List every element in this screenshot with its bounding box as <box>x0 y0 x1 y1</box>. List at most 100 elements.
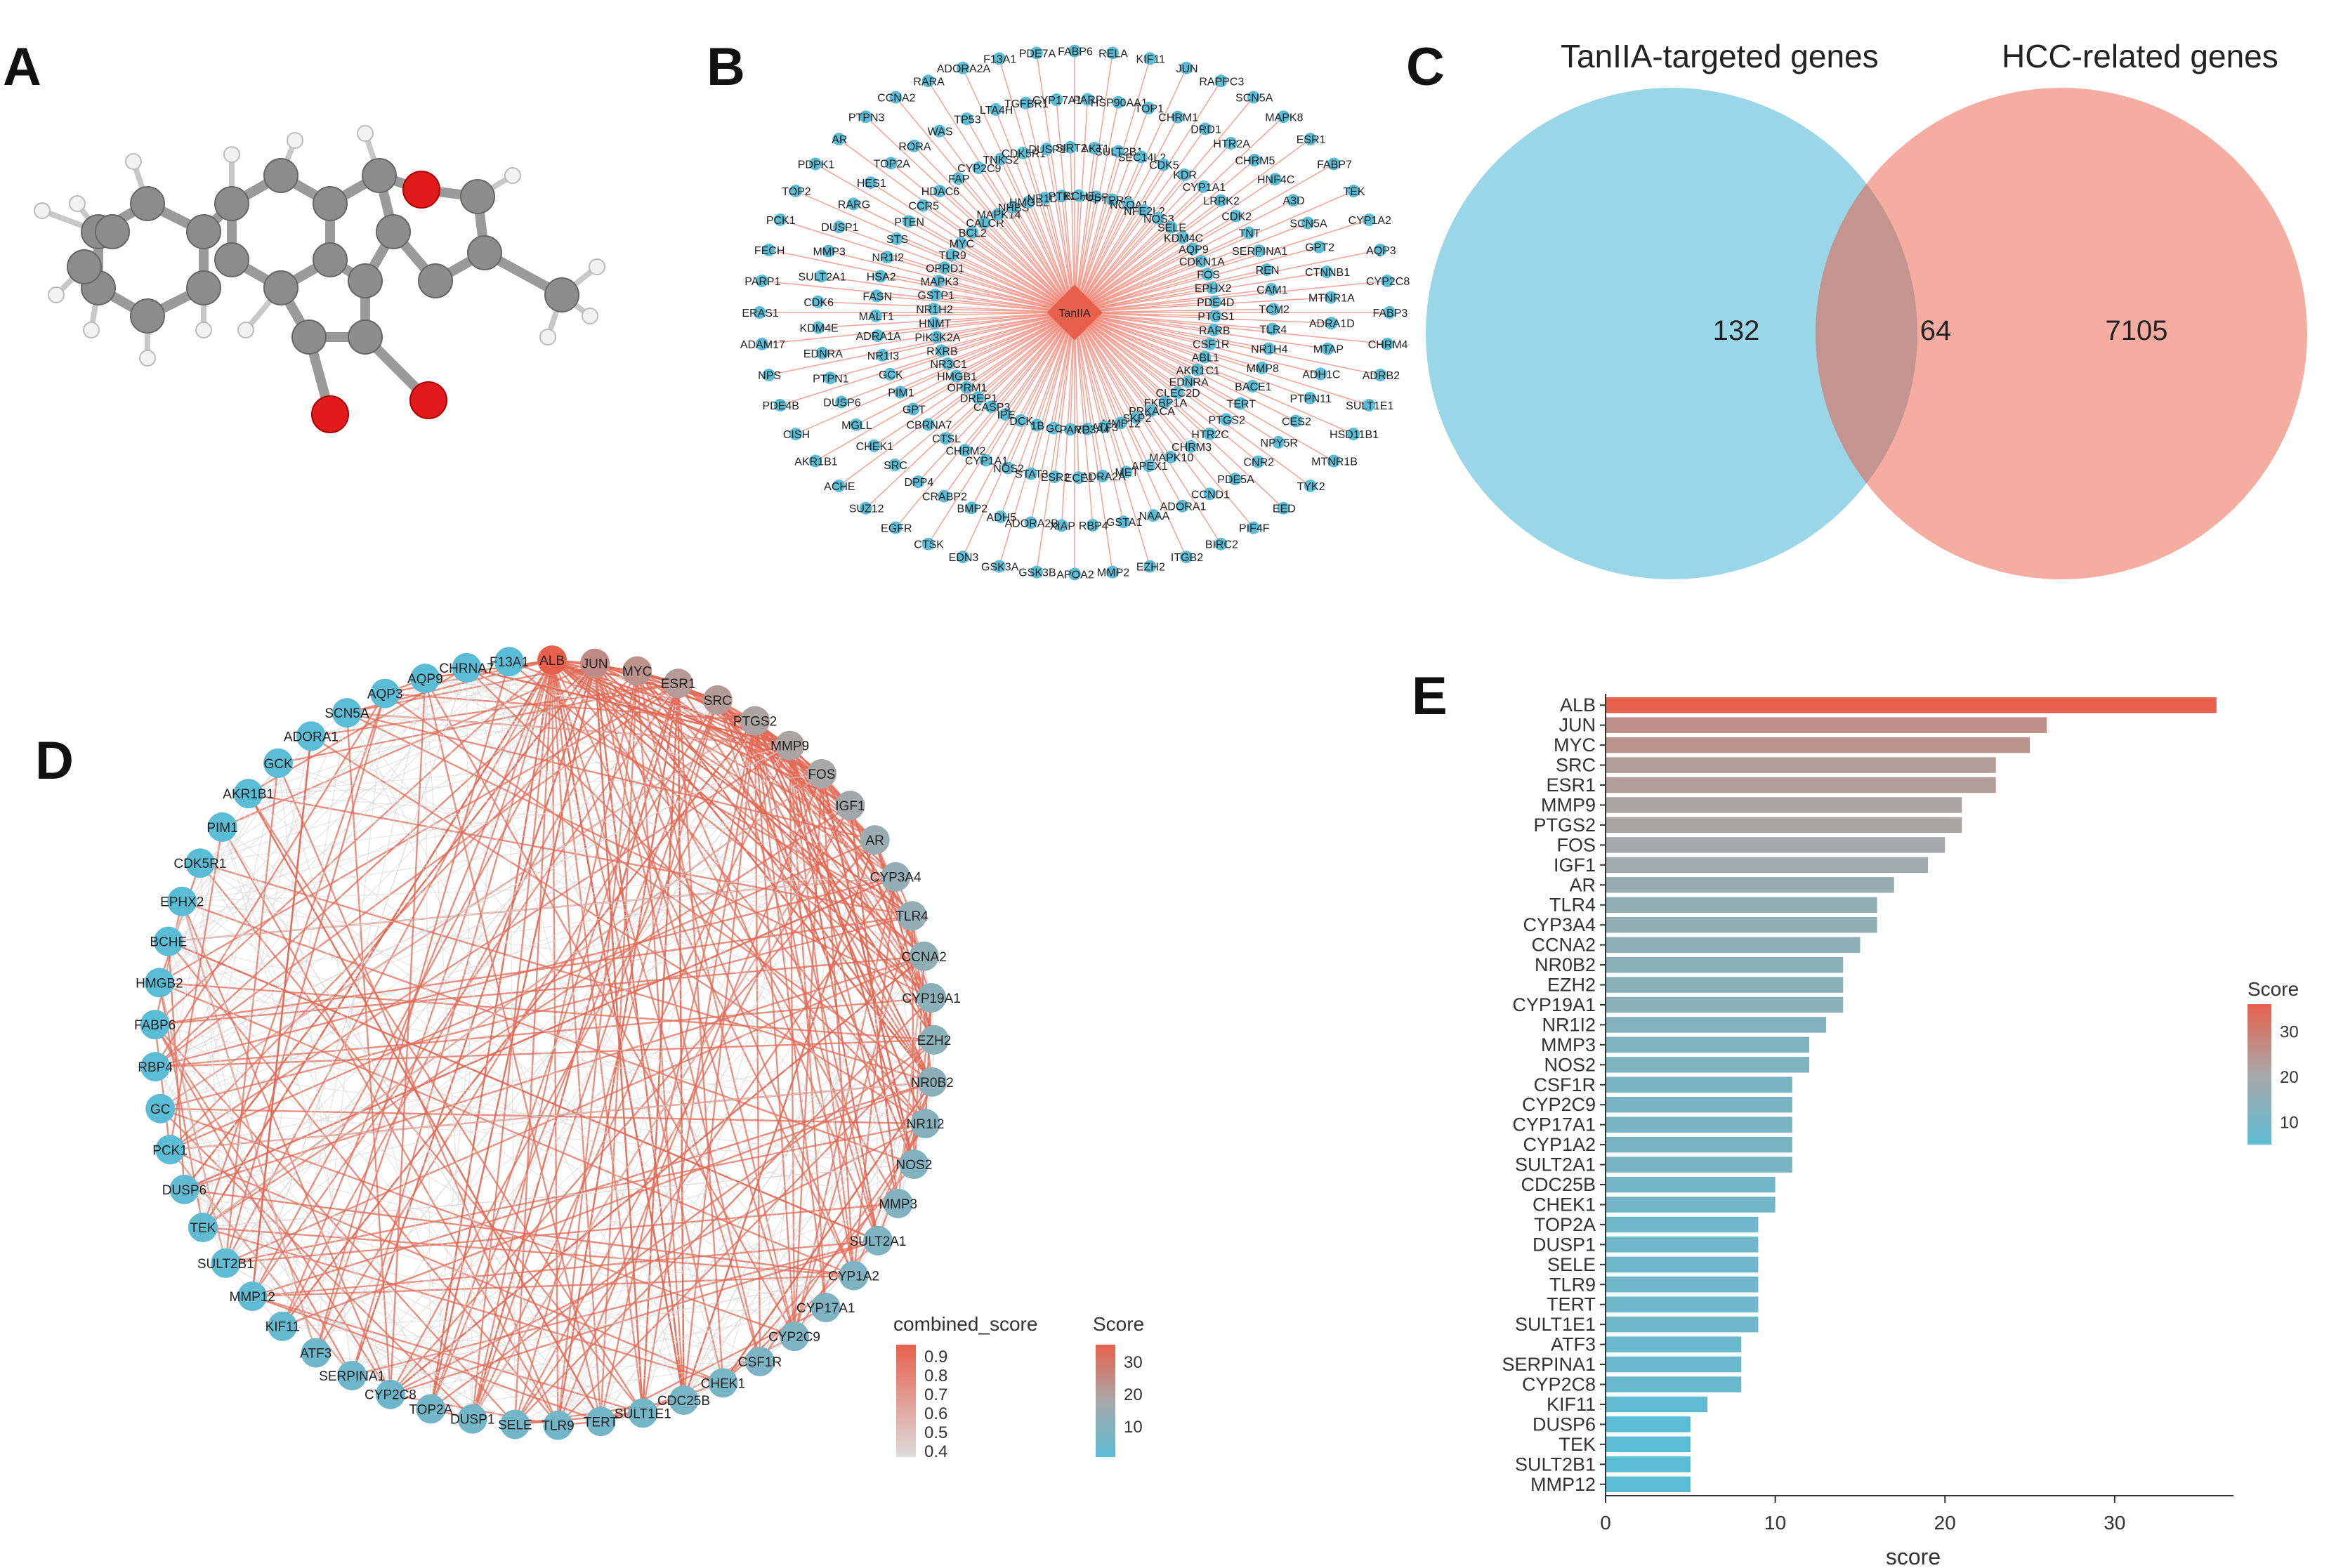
target-node-label: GCK <box>879 369 903 381</box>
target-node-label: RORA <box>898 141 931 153</box>
target-node <box>907 402 920 416</box>
network-edge <box>891 162 1075 313</box>
gene-tick-label: CYP1A2 <box>1523 1134 1596 1155</box>
target-node <box>1096 469 1109 482</box>
score-bar <box>1606 1456 1691 1473</box>
target-node-label: RARA <box>913 76 945 88</box>
ppi-edge <box>430 720 756 1409</box>
target-node <box>1046 421 1060 435</box>
score-bar <box>1606 1057 1809 1073</box>
gene-tick-label: PTGS2 <box>1533 815 1596 836</box>
ppi-edge <box>252 1274 854 1298</box>
network-edge <box>1074 312 1388 345</box>
network-edge <box>971 312 1075 508</box>
target-node-label: GPT <box>903 404 926 416</box>
ppi-edge <box>184 1189 761 1362</box>
target-node-label: NR1H4 <box>1251 344 1288 356</box>
target-node <box>1030 46 1043 60</box>
ppi-edge <box>351 1375 473 1420</box>
gene-tick-label: JUN <box>1559 715 1596 736</box>
target-node-label: ESR2 <box>1041 472 1070 484</box>
target-node-label: GSK3B <box>1018 567 1056 579</box>
target-node <box>1214 194 1228 207</box>
target-node <box>1198 350 1212 364</box>
ppi-node-label: EPHX2 <box>160 895 204 910</box>
target-node-label: STS <box>886 234 908 246</box>
ppi-node-label: MYC <box>622 665 652 680</box>
ppi-node-label: SRC <box>704 694 732 709</box>
score-bar <box>1606 797 1962 813</box>
ppi-edge <box>221 826 559 1426</box>
score-bar <box>1606 1136 1792 1153</box>
target-node <box>1287 194 1300 207</box>
ppi-node-label: NOS2 <box>895 1158 932 1173</box>
venn-left-title: TanIIA-targeted genes <box>1561 38 1879 74</box>
target-node-label: GSTP1 <box>917 290 954 302</box>
target-node-label: RBP4 <box>1079 520 1108 532</box>
target-node <box>890 232 903 245</box>
ppi-edge <box>514 997 933 1425</box>
score-bar <box>1606 1336 1742 1352</box>
target-node-label: CYP3A4 <box>1067 424 1110 436</box>
target-node <box>1181 375 1195 388</box>
target-node <box>1321 342 1334 355</box>
target-node-label: KDM4E <box>800 322 839 334</box>
ppi-edge <box>514 699 719 1425</box>
target-node-label: CCNA2 <box>877 93 915 105</box>
carbon-atom <box>467 235 502 270</box>
target-node <box>1019 96 1032 110</box>
target-node-label: NR1H2 <box>916 304 953 316</box>
target-node-label: ESR1 <box>1297 134 1326 146</box>
target-node <box>979 454 992 467</box>
ppi-node-label: CYP17A1 <box>796 1301 855 1316</box>
ppi-edge <box>466 666 790 746</box>
target-node-label: CRABP2 <box>922 492 967 503</box>
ppi-edge <box>225 699 718 1264</box>
ppi-node-label: CDK5R1 <box>173 857 226 871</box>
network-edge <box>1074 312 1370 406</box>
target-node <box>921 537 935 551</box>
score-bar <box>1606 1017 1827 1033</box>
target-node <box>1304 479 1317 492</box>
ppi-edge <box>168 941 827 1308</box>
network-edge <box>1074 308 1274 313</box>
target-node <box>1038 192 1051 205</box>
ppi-node-label: SERPINA1 <box>319 1369 385 1384</box>
target-node-label: MTNR1B <box>1311 456 1358 468</box>
target-node-label: IPE <box>997 409 1016 421</box>
ppi-edge <box>248 793 912 917</box>
network-edge <box>1074 312 1284 509</box>
target-node-label: CHRM5 <box>1235 155 1275 167</box>
target-node-label: PTPN11 <box>1290 393 1331 405</box>
ppi-node-label: ATF3 <box>300 1347 332 1362</box>
target-node-label: EZH2 <box>1136 562 1165 574</box>
target-node <box>1105 193 1119 206</box>
network-edge <box>1074 117 1179 313</box>
target-node <box>958 444 971 457</box>
ppi-edge <box>351 805 851 1376</box>
target-node <box>999 408 1012 421</box>
ppi-node <box>862 1225 893 1256</box>
network-edge <box>1074 219 1370 313</box>
bar-legend-title: Score <box>2248 978 2299 1000</box>
edge-legend-tick: 0.8 <box>924 1366 947 1385</box>
ppi-edge <box>759 997 932 1362</box>
target-node-label: NR1I2 <box>872 252 904 264</box>
target-node-label: XIAP <box>1049 520 1075 532</box>
target-node-label: HTR2C <box>1191 429 1228 441</box>
target-node <box>1144 404 1157 417</box>
target-node-label: CAM1 <box>1256 284 1288 296</box>
ppi-edge <box>683 915 913 1401</box>
target-node-label: RXRB <box>926 345 957 357</box>
network-edge <box>1074 222 1308 313</box>
ppi-node <box>708 1368 738 1398</box>
gene-tick-label: SULT2B1 <box>1515 1454 1596 1475</box>
ppi-edge <box>471 745 791 1420</box>
score-bar <box>1606 916 1877 933</box>
target-node <box>992 208 1005 221</box>
ppi-node-label: FABP6 <box>134 1018 176 1033</box>
ppi-edge <box>169 826 223 1150</box>
ppi-node <box>586 1406 616 1437</box>
network-edge <box>821 275 1075 313</box>
target-node <box>1064 140 1077 154</box>
